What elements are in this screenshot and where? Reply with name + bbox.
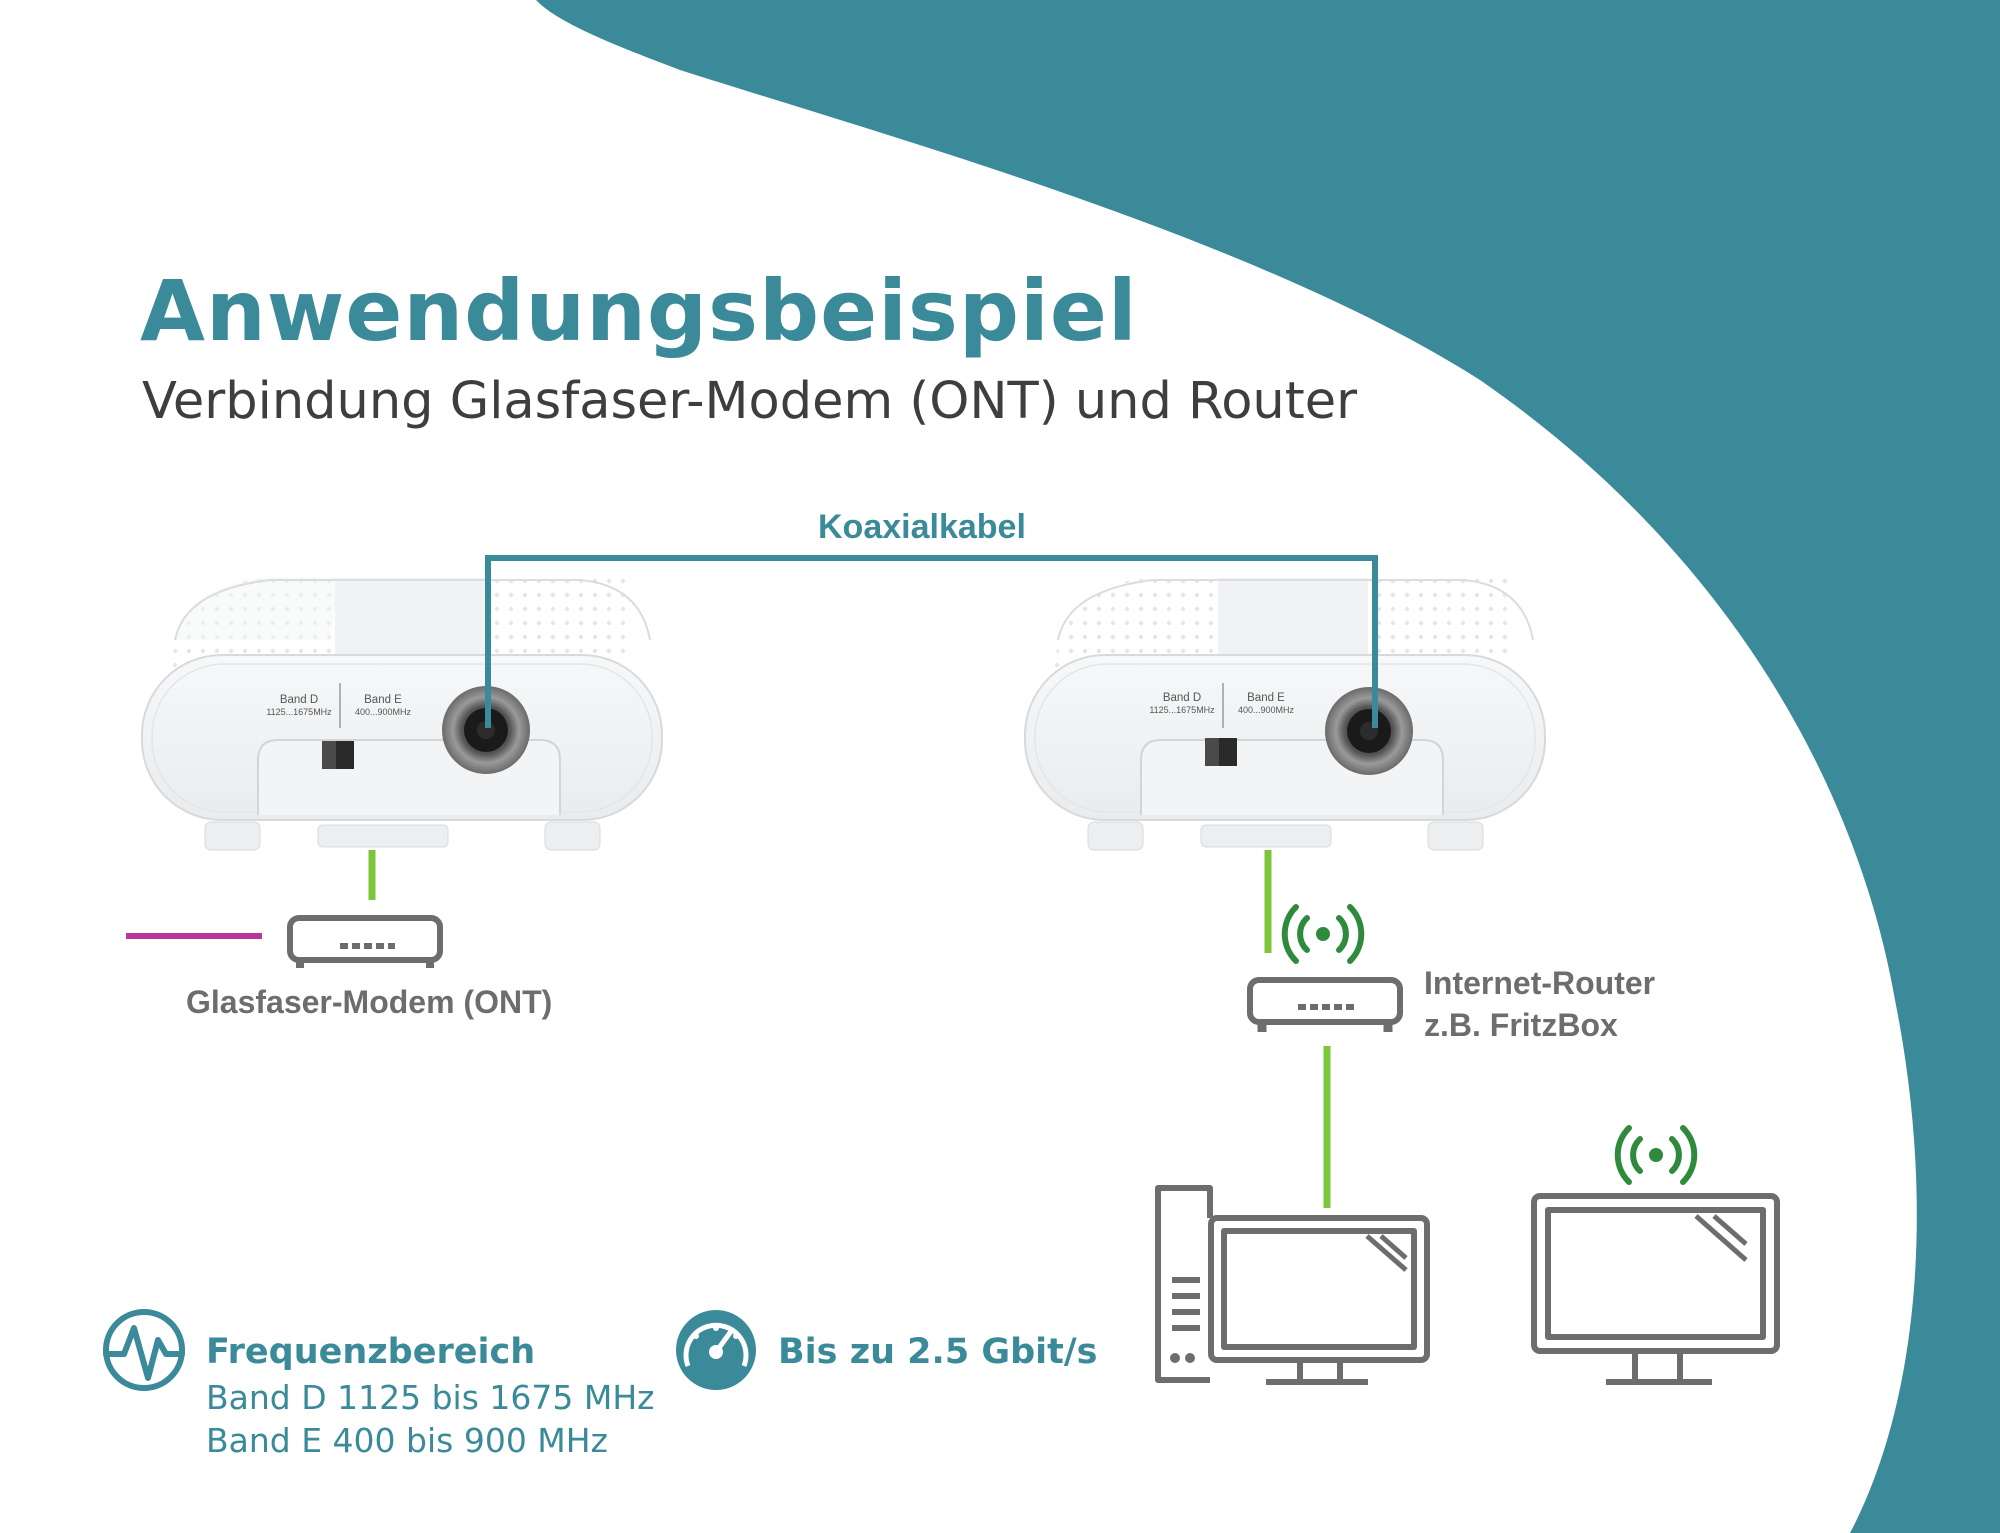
coax-cable-label: Koaxialkabel [818,508,1026,546]
modem-icon [287,915,443,968]
frequency-line-1: Band D 1125 bis 1675 MHz [206,1378,655,1417]
band-e-label-right: Band E 400...900MHz [1226,692,1306,716]
waveform-icon [103,1309,185,1391]
splitter-device-right [1024,578,1546,851]
splitter-device-left [141,578,663,851]
page-subtitle: Verbindung Glasfaser-Modem (ONT) und Rou… [142,372,1358,431]
band-d-title: Band D [279,694,319,706]
band-e-title: Band E [1247,692,1285,704]
router-icon [1247,977,1403,1032]
band-d-range: 1125...1675MHz [1149,705,1215,715]
frequency-title: Frequenzbereich [206,1332,536,1372]
band-e-range: 400...900MHz [354,707,412,717]
band-d-label-right: Band D 1125...1675MHz [1137,692,1227,716]
coax-cable-line [485,555,1378,728]
speed-feature-text: Bis zu 2.5 Gbit/s [778,1332,1098,1372]
teal-wave-shape [536,0,2000,1533]
desktop-computer-icon [1155,1185,1430,1385]
page-title: Anwendungsbeispiel [140,262,1138,360]
speedometer-icon [676,1310,756,1390]
band-d-label-left: Band D 1125...1675MHz [254,694,344,718]
band-e-title: Band E [364,694,402,706]
band-d-range: 1125...1675MHz [266,707,332,717]
frequency-line-2: Band E 400 bis 900 MHz [206,1421,608,1460]
wifi-signal-icon [1614,1125,1698,1185]
wifi-signal-icon [1281,904,1365,964]
band-e-range: 400...900MHz [1237,705,1295,715]
frequency-feature: Frequenzbereich Band D 1125 bis 1675 MHz… [206,1332,654,1460]
monitor-icon [1531,1193,1780,1385]
band-e-label-left: Band E 400...900MHz [343,694,423,718]
band-d-title: Band D [1162,692,1202,704]
modem-label: Glasfaser-Modem (ONT) [186,984,553,1020]
router-label-line1: Internet-Router [1424,965,1656,1001]
router-label: Internet-Router z.B. FritzBox [1424,962,1655,1046]
router-label-line2: z.B. FritzBox [1424,1007,1618,1043]
